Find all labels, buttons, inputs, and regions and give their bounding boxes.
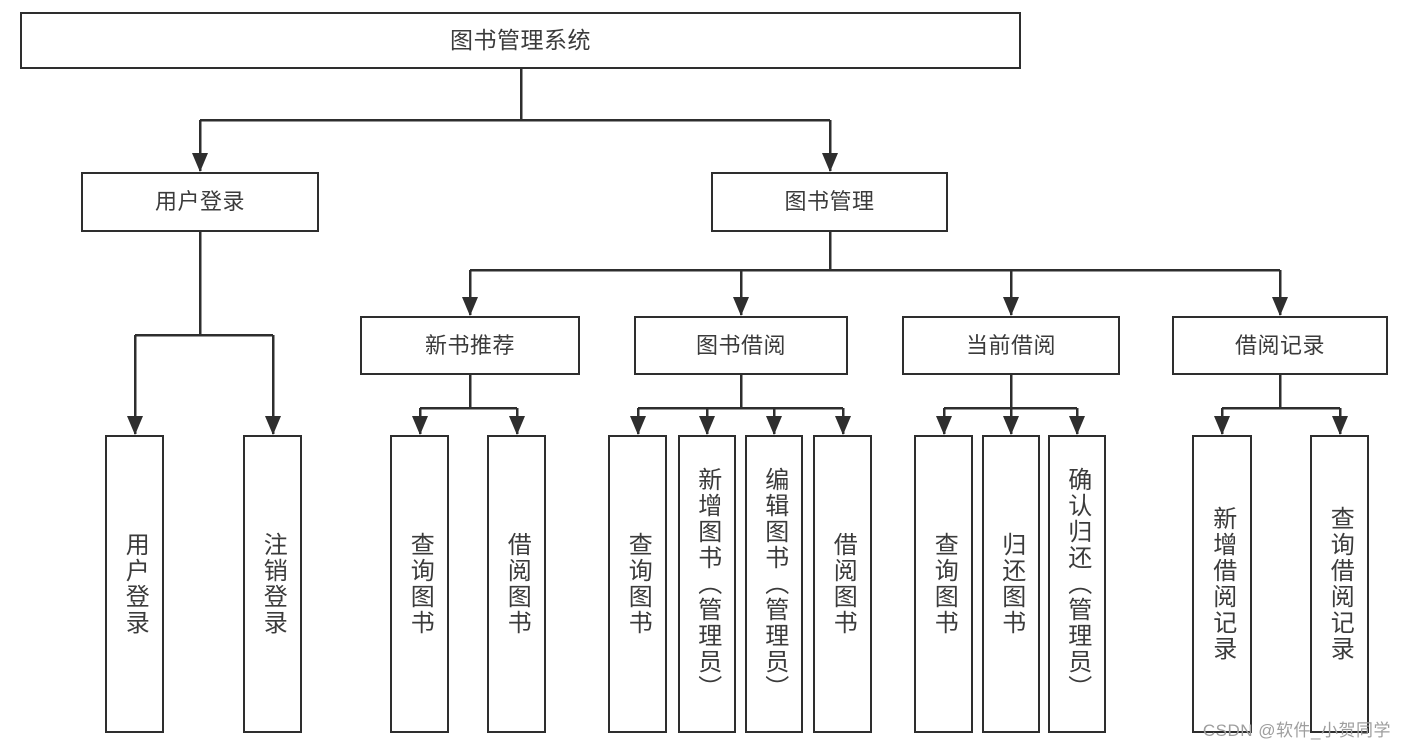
node-user_login: 用户登录: [81, 172, 319, 232]
watermark: CSDN @软件_小贺同学: [1202, 721, 1391, 740]
node-book_borrow: 图书借阅: [634, 316, 848, 375]
node-label: 确认归还（管理员）: [1063, 467, 1091, 701]
node-label: 新书推荐: [424, 332, 515, 358]
node-label: 注销登录: [259, 532, 287, 636]
node-label: 借阅图书: [503, 532, 531, 636]
node-label: 图书管理: [784, 189, 875, 215]
node-label: 查询借阅记录: [1326, 506, 1354, 662]
node-leaf_borrow_book_1: 借阅图书: [487, 435, 546, 733]
node-leaf_edit_book: 编辑图书（管理员）: [745, 435, 803, 733]
node-new_book_rec: 新书推荐: [360, 316, 580, 375]
node-leaf_query_book_3: 查询图书: [914, 435, 973, 733]
node-leaf_query_record: 查询借阅记录: [1310, 435, 1369, 733]
node-leaf_borrow_book_2: 借阅图书: [813, 435, 872, 733]
node-label: 查询图书: [624, 532, 652, 636]
node-leaf_user_login: 用户登录: [105, 435, 164, 733]
node-label: 借阅记录: [1234, 332, 1325, 358]
node-leaf_query_book_1: 查询图书: [390, 435, 449, 733]
node-label: 图书管理系统: [450, 27, 591, 54]
node-leaf_add_book: 新增图书（管理员）: [678, 435, 736, 733]
node-book_manage: 图书管理: [711, 172, 948, 232]
node-label: 归还图书: [997, 532, 1025, 636]
node-leaf_query_book_2: 查询图书: [608, 435, 667, 733]
node-root: 图书管理系统: [20, 12, 1021, 69]
node-leaf_add_record: 新增借阅记录: [1192, 435, 1252, 733]
node-label: 图书借阅: [695, 332, 786, 358]
node-label: 当前借阅: [965, 332, 1056, 358]
node-label: 查询图书: [406, 532, 434, 636]
node-leaf_return_book: 归还图书: [982, 435, 1040, 733]
node-label: 用户登录: [121, 532, 149, 636]
node-label: 用户登录: [154, 189, 245, 215]
node-label: 借阅图书: [829, 532, 857, 636]
node-label: 查询图书: [930, 532, 958, 636]
node-label: 新增图书（管理员）: [693, 467, 721, 701]
node-current_borrow: 当前借阅: [902, 316, 1120, 375]
node-label: 编辑图书（管理员）: [760, 467, 788, 701]
node-label: 新增借阅记录: [1208, 506, 1236, 662]
node-leaf_confirm_return: 确认归还（管理员）: [1048, 435, 1106, 733]
node-borrow_record: 借阅记录: [1172, 316, 1388, 375]
node-leaf_user_logout: 注销登录: [243, 435, 302, 733]
